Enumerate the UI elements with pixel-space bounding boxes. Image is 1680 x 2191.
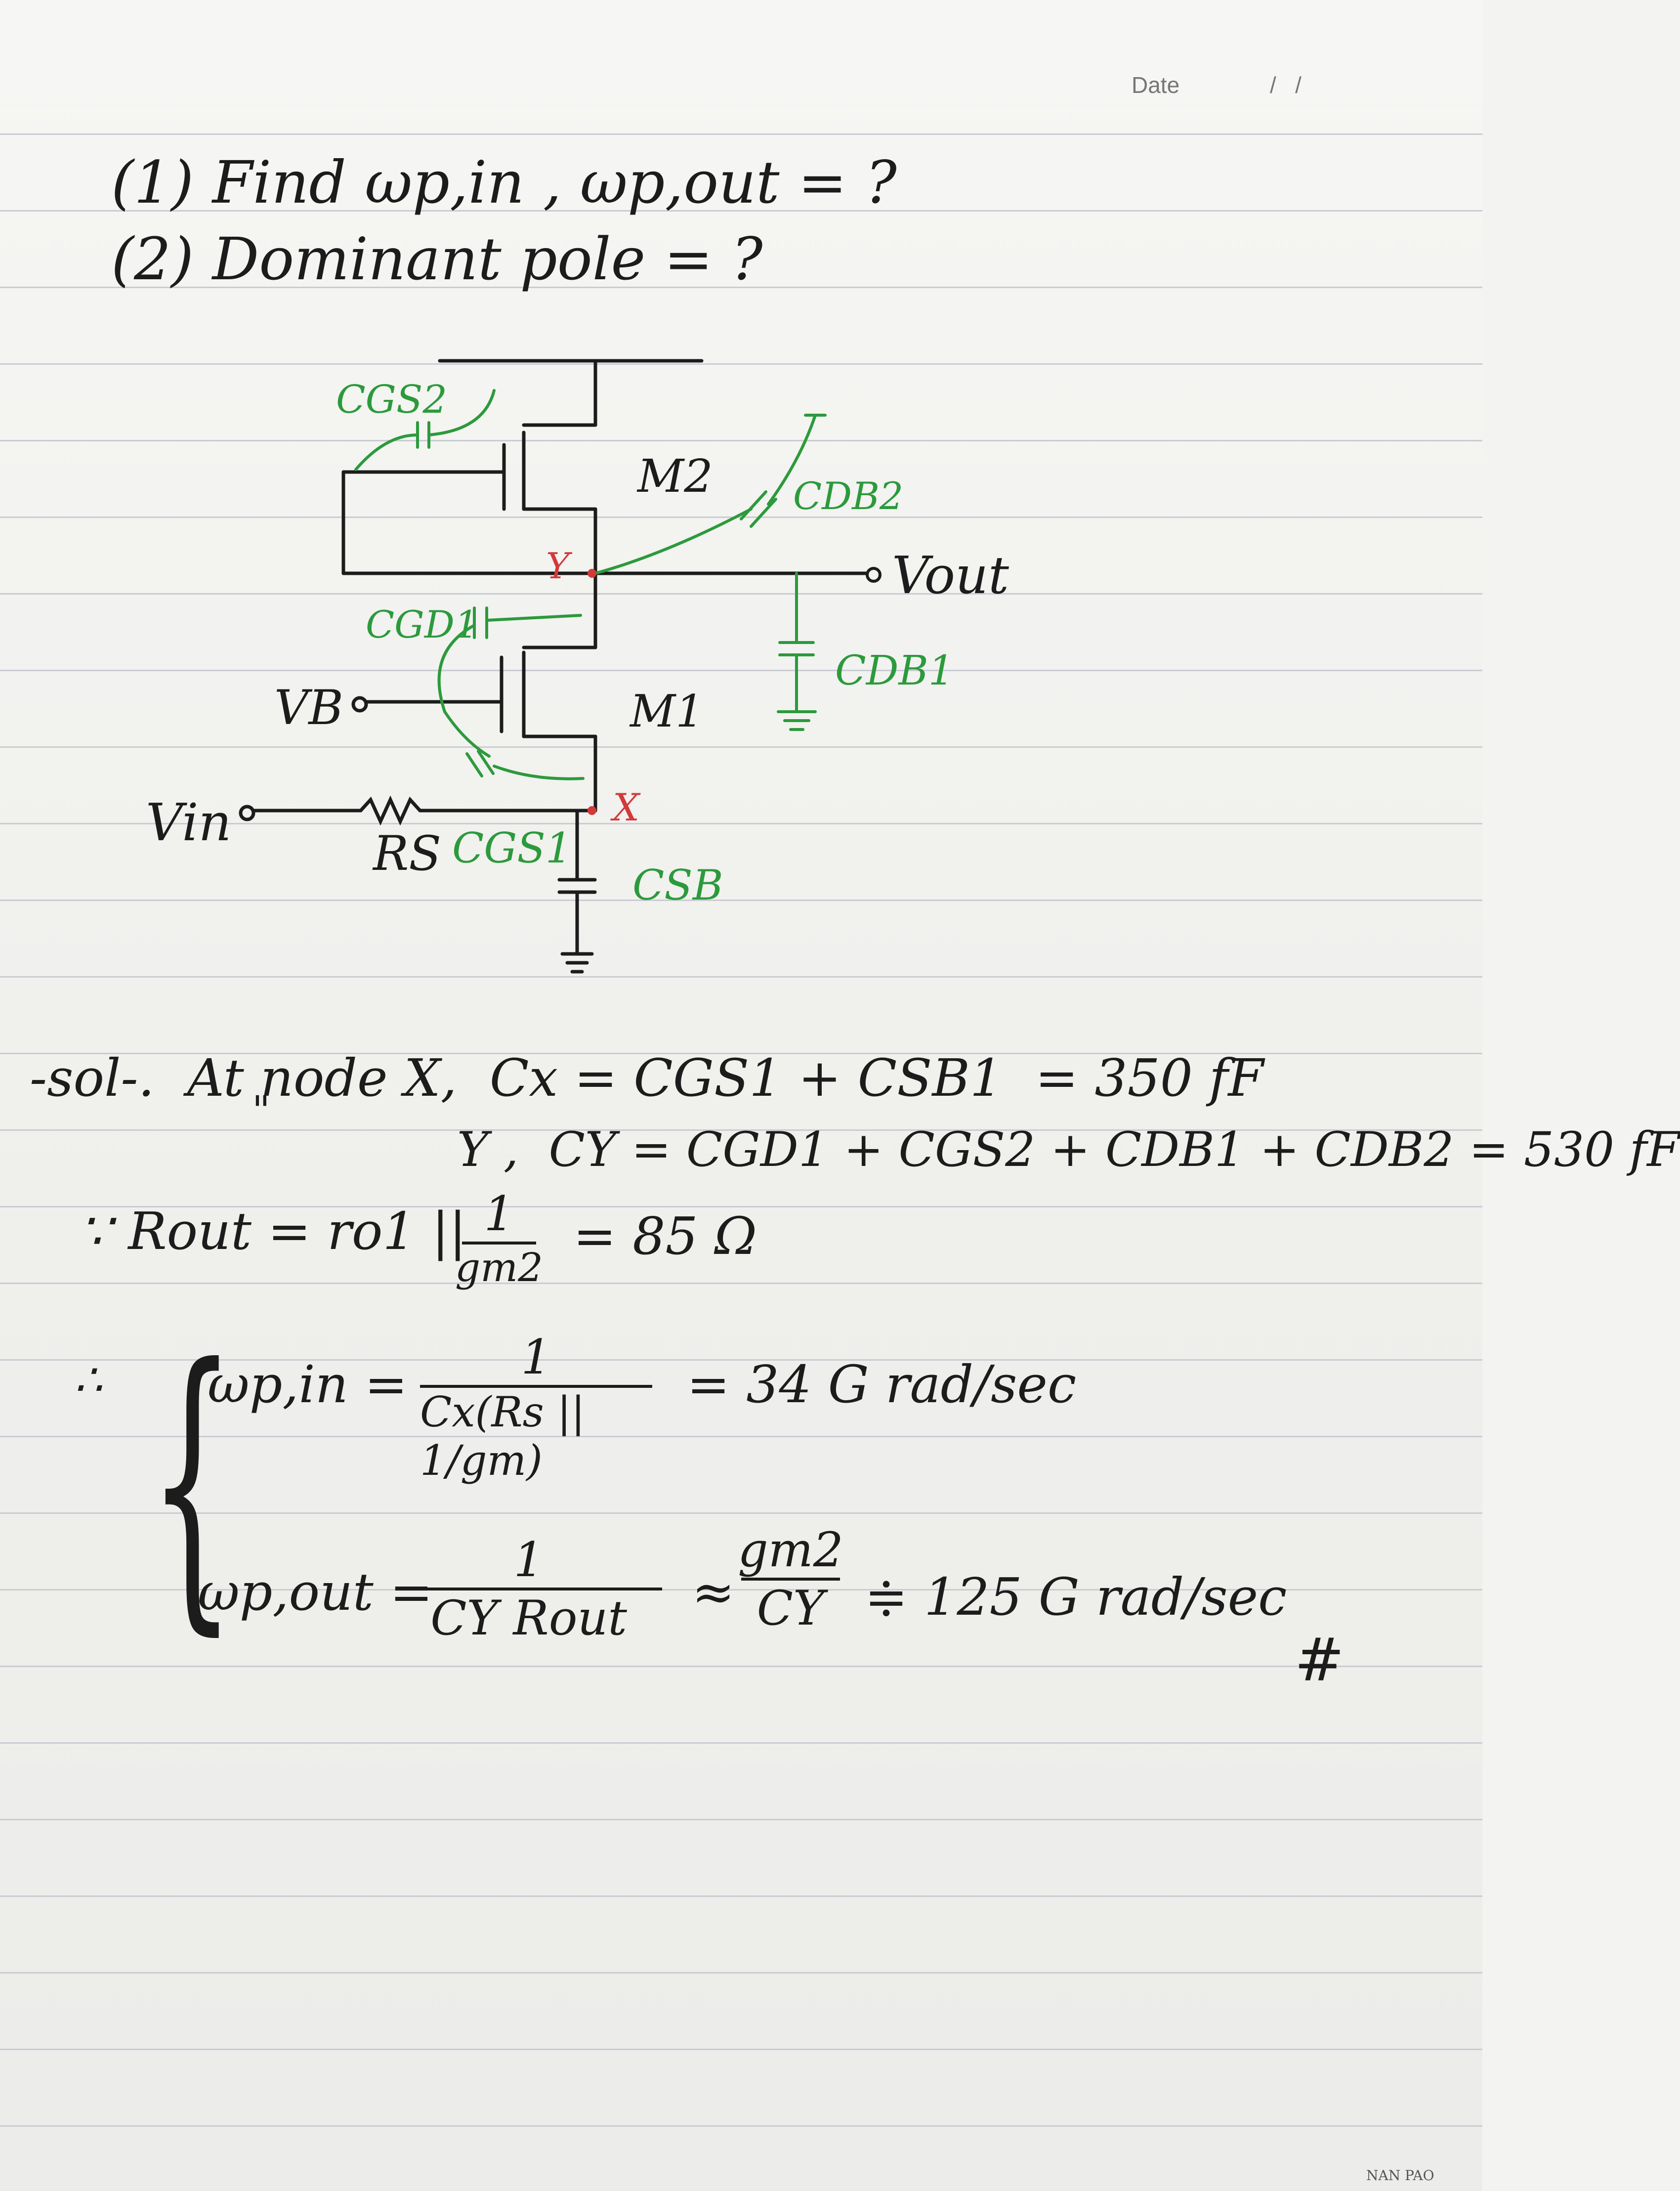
wpout-frac2-bar: [741, 1578, 840, 1581]
ruled-line: [0, 1206, 1482, 1207]
wpin-frac-den: Cx(Rs || 1/gm): [420, 1388, 586, 1485]
ruled-line: [0, 1819, 1482, 1820]
rout-frac-bar: [462, 1242, 536, 1245]
ruled-line: [0, 1742, 1482, 1744]
wpin-fraction: 1 Cx(Rs || 1/gm): [420, 1330, 652, 1485]
ruled-line: [0, 2049, 1482, 2050]
wpout-frac2-num: gm2: [738, 1522, 843, 1578]
label-cgs2: CGS2: [336, 378, 447, 422]
ruled-line: [0, 1359, 1482, 1361]
label-node-y: Y: [546, 545, 573, 587]
circuit-diagram: CGS2 M2 CDB2 Y Vout CGD1 CDB1 VB M1 Vin …: [146, 359, 1009, 974]
rout-prefix: ∵ Rout = ro1 ||: [79, 1201, 466, 1261]
node-x-dot: [588, 806, 596, 815]
ruled-line: [0, 440, 1482, 441]
wpin-result: = 34 G rad/sec: [687, 1354, 1077, 1415]
node-y-dot: [588, 569, 596, 578]
wpin-label: ωp,in =: [208, 1354, 408, 1415]
ruled-line: [0, 133, 1482, 135]
left-brace: {: [148, 1304, 236, 1661]
question-1: (1) Find ωp,in , ωp,out = ?: [111, 148, 897, 216]
ruled-line: [0, 900, 1482, 901]
label-m2: M2: [636, 450, 713, 503]
label-vout: Vout: [892, 545, 1009, 605]
ruled-line: [0, 1436, 1482, 1437]
ruled-line: [0, 363, 1482, 365]
ruled-line: [0, 976, 1482, 978]
wpout-frac-den: CY Rout: [430, 1590, 627, 1646]
ruled-line: [0, 210, 1482, 212]
ruled-line: [0, 1589, 1482, 1590]
question-2: (2) Dominant pole = ?: [111, 225, 763, 293]
label-m1: M1: [629, 686, 704, 737]
wpout-frac2-den: CY: [756, 1581, 825, 1636]
label-cgd1: CGD1: [366, 602, 478, 646]
label-cdb1: CDB1: [835, 647, 954, 694]
ruled-line: [0, 823, 1482, 824]
wpout-fraction: 1 CY Rout: [395, 1532, 662, 1646]
label-rs: RS: [372, 826, 441, 881]
date-label: Date: [1132, 72, 1180, 98]
label-cdb2: CDB2: [793, 474, 903, 518]
ruled-line: [0, 1129, 1482, 1131]
label-node-x: X: [610, 785, 641, 829]
wpout-fraction-2: gm2 CY: [738, 1522, 843, 1636]
ruled-line: [0, 1512, 1482, 1514]
label-csb: CSB: [632, 861, 723, 909]
wpin-frac-bar: [420, 1385, 652, 1388]
ruled-line: [0, 2125, 1482, 2127]
ruled-line: [0, 287, 1482, 288]
solution-line-1: -sol-. At node X, Cx = CGS1 + CSB1 = 350…: [30, 1048, 1264, 1108]
ruled-line: [0, 670, 1482, 671]
date-slashes: / /: [1270, 72, 1302, 98]
ruled-line: [0, 1283, 1482, 1284]
label-vin: Vin: [146, 792, 232, 853]
ruled-line: [0, 593, 1482, 595]
solution-ditto: ": [252, 1087, 270, 1133]
solution-line-2: Y , CY = CGD1 + CGS2 + CDB1 + CDB2 = 530…: [457, 1122, 1680, 1177]
approx-symbol: ≈: [692, 1562, 735, 1622]
rout-result: = 85 Ω: [573, 1206, 757, 1266]
ruled-line: [0, 1895, 1482, 1897]
wpout-frac-bar: [395, 1588, 662, 1590]
ruled-line: [0, 746, 1482, 748]
ruled-line: [0, 1053, 1482, 1054]
ruled-line: [0, 1666, 1482, 1667]
wpout-frac-num: 1: [513, 1532, 544, 1588]
vout-terminal: [866, 567, 882, 583]
rout-frac-den: gm2: [455, 1245, 543, 1290]
label-cgs1: CGS1: [452, 824, 572, 872]
wpout-result: ≑ 125 G rad/sec: [865, 1567, 1287, 1627]
end-mark: #: [1295, 1626, 1344, 1695]
wpout-label: ωp,out =: [198, 1562, 433, 1622]
wpin-frac-num: 1: [521, 1330, 551, 1385]
label-vb: VB: [274, 680, 343, 735]
rout-frac-num: 1: [484, 1186, 514, 1242]
brand-mark: NAN PAO: [1366, 2167, 1434, 2184]
rout-fraction: 1 gm2: [455, 1186, 543, 1290]
therefore-symbol: ∴: [74, 1354, 103, 1406]
ruled-line: [0, 1972, 1482, 1974]
